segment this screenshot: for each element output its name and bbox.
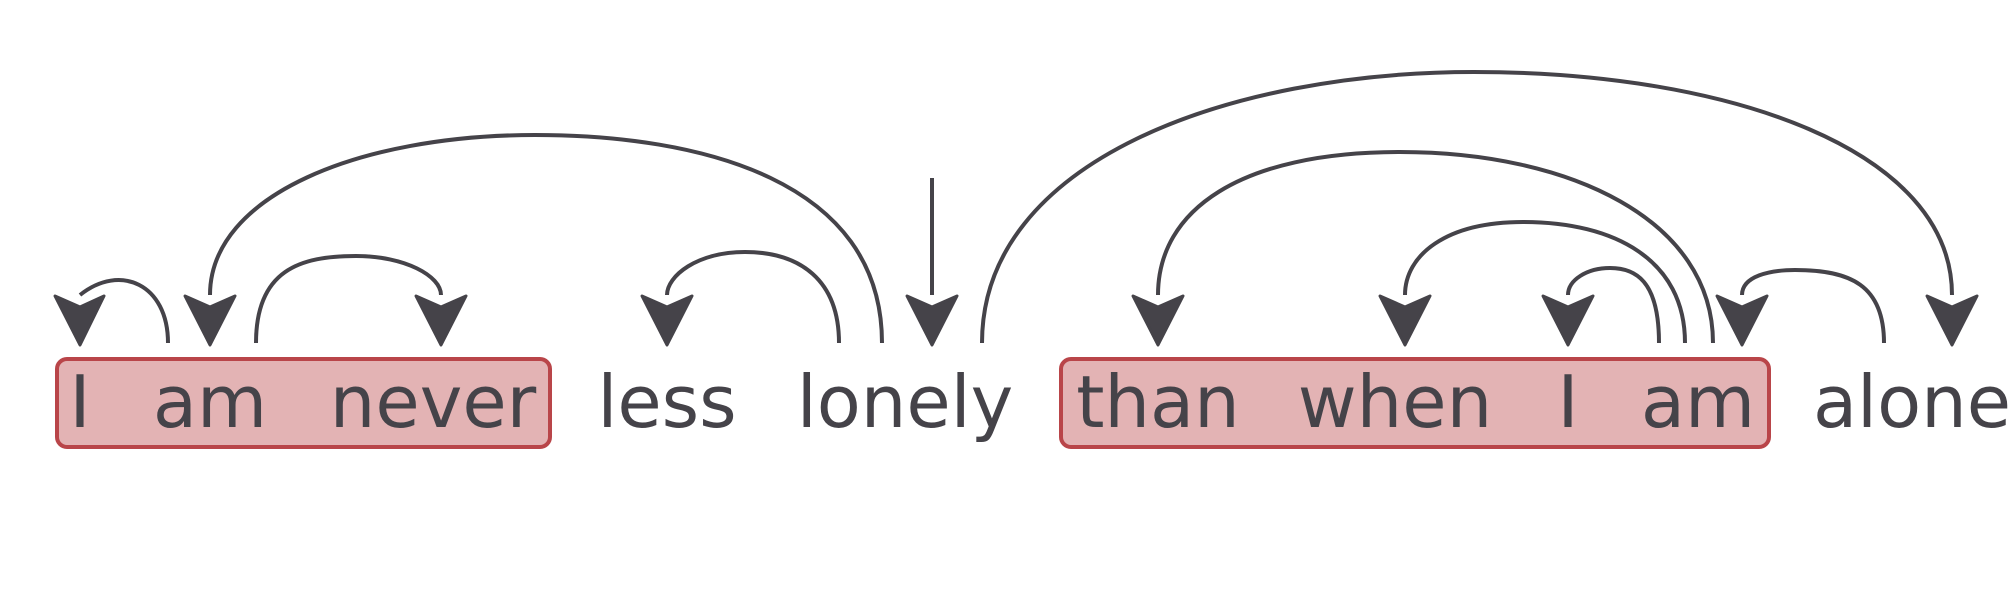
token-i: I: [69, 360, 90, 444]
arc-am-to-when: [1378, 219, 1687, 347]
arc-lonely-to-alone: [980, 69, 1979, 347]
token-alone: alone: [1813, 360, 2011, 444]
token-than: than: [1076, 360, 1240, 444]
arc-lonely-to-am: [183, 132, 884, 347]
highlight-box-phrase-2: [1059, 357, 1771, 449]
token-when: when: [1298, 360, 1492, 444]
token-i-2: I: [1557, 360, 1578, 444]
token-lonely: lonely: [797, 360, 1014, 444]
root-arrow: [905, 178, 959, 347]
highlight-boxes: [55, 357, 1771, 449]
token-never: never: [330, 360, 537, 444]
token-less: less: [597, 360, 736, 444]
arc-am-to-i-2: [1541, 265, 1661, 347]
arc-am-to-never: [254, 253, 468, 347]
sentence-tokens: I am never less lonely than when I am al…: [69, 360, 2011, 444]
arc-alone-to-am: [1715, 267, 1886, 347]
token-am-2: am: [1641, 360, 1755, 444]
token-am: am: [153, 360, 267, 444]
arc-am-to-than: [1131, 149, 1715, 347]
arc-lonely-to-less: [640, 249, 841, 347]
arc-am-to-i: [53, 278, 170, 347]
highlight-box-phrase-1: [55, 357, 552, 449]
dependency-arcs: [53, 69, 1979, 347]
